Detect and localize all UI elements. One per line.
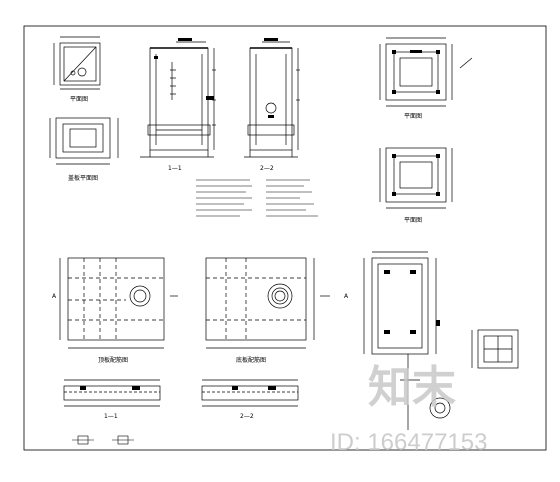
beam-section-1-label: 1—1 xyxy=(104,413,118,420)
right-section-hatch xyxy=(384,270,440,334)
beam-section-2-hatch xyxy=(232,386,276,390)
cover-plan-label: 盖板平面图 xyxy=(68,174,98,182)
reinforcement-plan-2-label: 底板配筋图 xyxy=(236,356,266,364)
right-section-view xyxy=(363,251,451,430)
cover-plan-view xyxy=(49,117,119,165)
right-plan-2-hatch xyxy=(392,154,440,196)
watermark-brand: 知末 xyxy=(368,363,456,412)
reinforcement-plan-1 xyxy=(59,257,178,349)
section-2-label: 2—2 xyxy=(260,165,274,172)
section-mark-a-1: A xyxy=(52,293,57,300)
sheet-border xyxy=(23,25,547,451)
small-plan-view xyxy=(53,36,101,90)
right-plan-2-label: 平面图 xyxy=(404,217,422,224)
reinforcement-plan-1-label: 顶板配筋图 xyxy=(98,356,128,364)
beam-section-2-label: 2—2 xyxy=(240,413,254,420)
section-2-hatch xyxy=(264,38,278,118)
right-plan-2 xyxy=(379,147,453,209)
notes-block xyxy=(196,179,318,217)
detail-box xyxy=(471,329,519,369)
reinforcement-plan-2 xyxy=(205,257,330,349)
beam-section-2 xyxy=(201,379,299,407)
section-1-hatch xyxy=(154,38,214,100)
right-plan-1-hatch xyxy=(392,50,440,94)
beam-section-1 xyxy=(63,379,161,407)
watermark-id: ID: 166477153 xyxy=(330,429,487,456)
right-plan-1-label: 平面图 xyxy=(404,113,422,120)
small-details xyxy=(72,435,134,445)
beam-section-1-hatch xyxy=(80,386,140,390)
small-plan-label: 平面图 xyxy=(70,96,88,103)
section-1-view xyxy=(140,41,216,158)
section-1-label: 1—1 xyxy=(168,165,182,172)
section-2-view xyxy=(244,41,300,158)
right-plan-1 xyxy=(379,37,473,107)
section-mark-a-2: A xyxy=(344,293,349,300)
